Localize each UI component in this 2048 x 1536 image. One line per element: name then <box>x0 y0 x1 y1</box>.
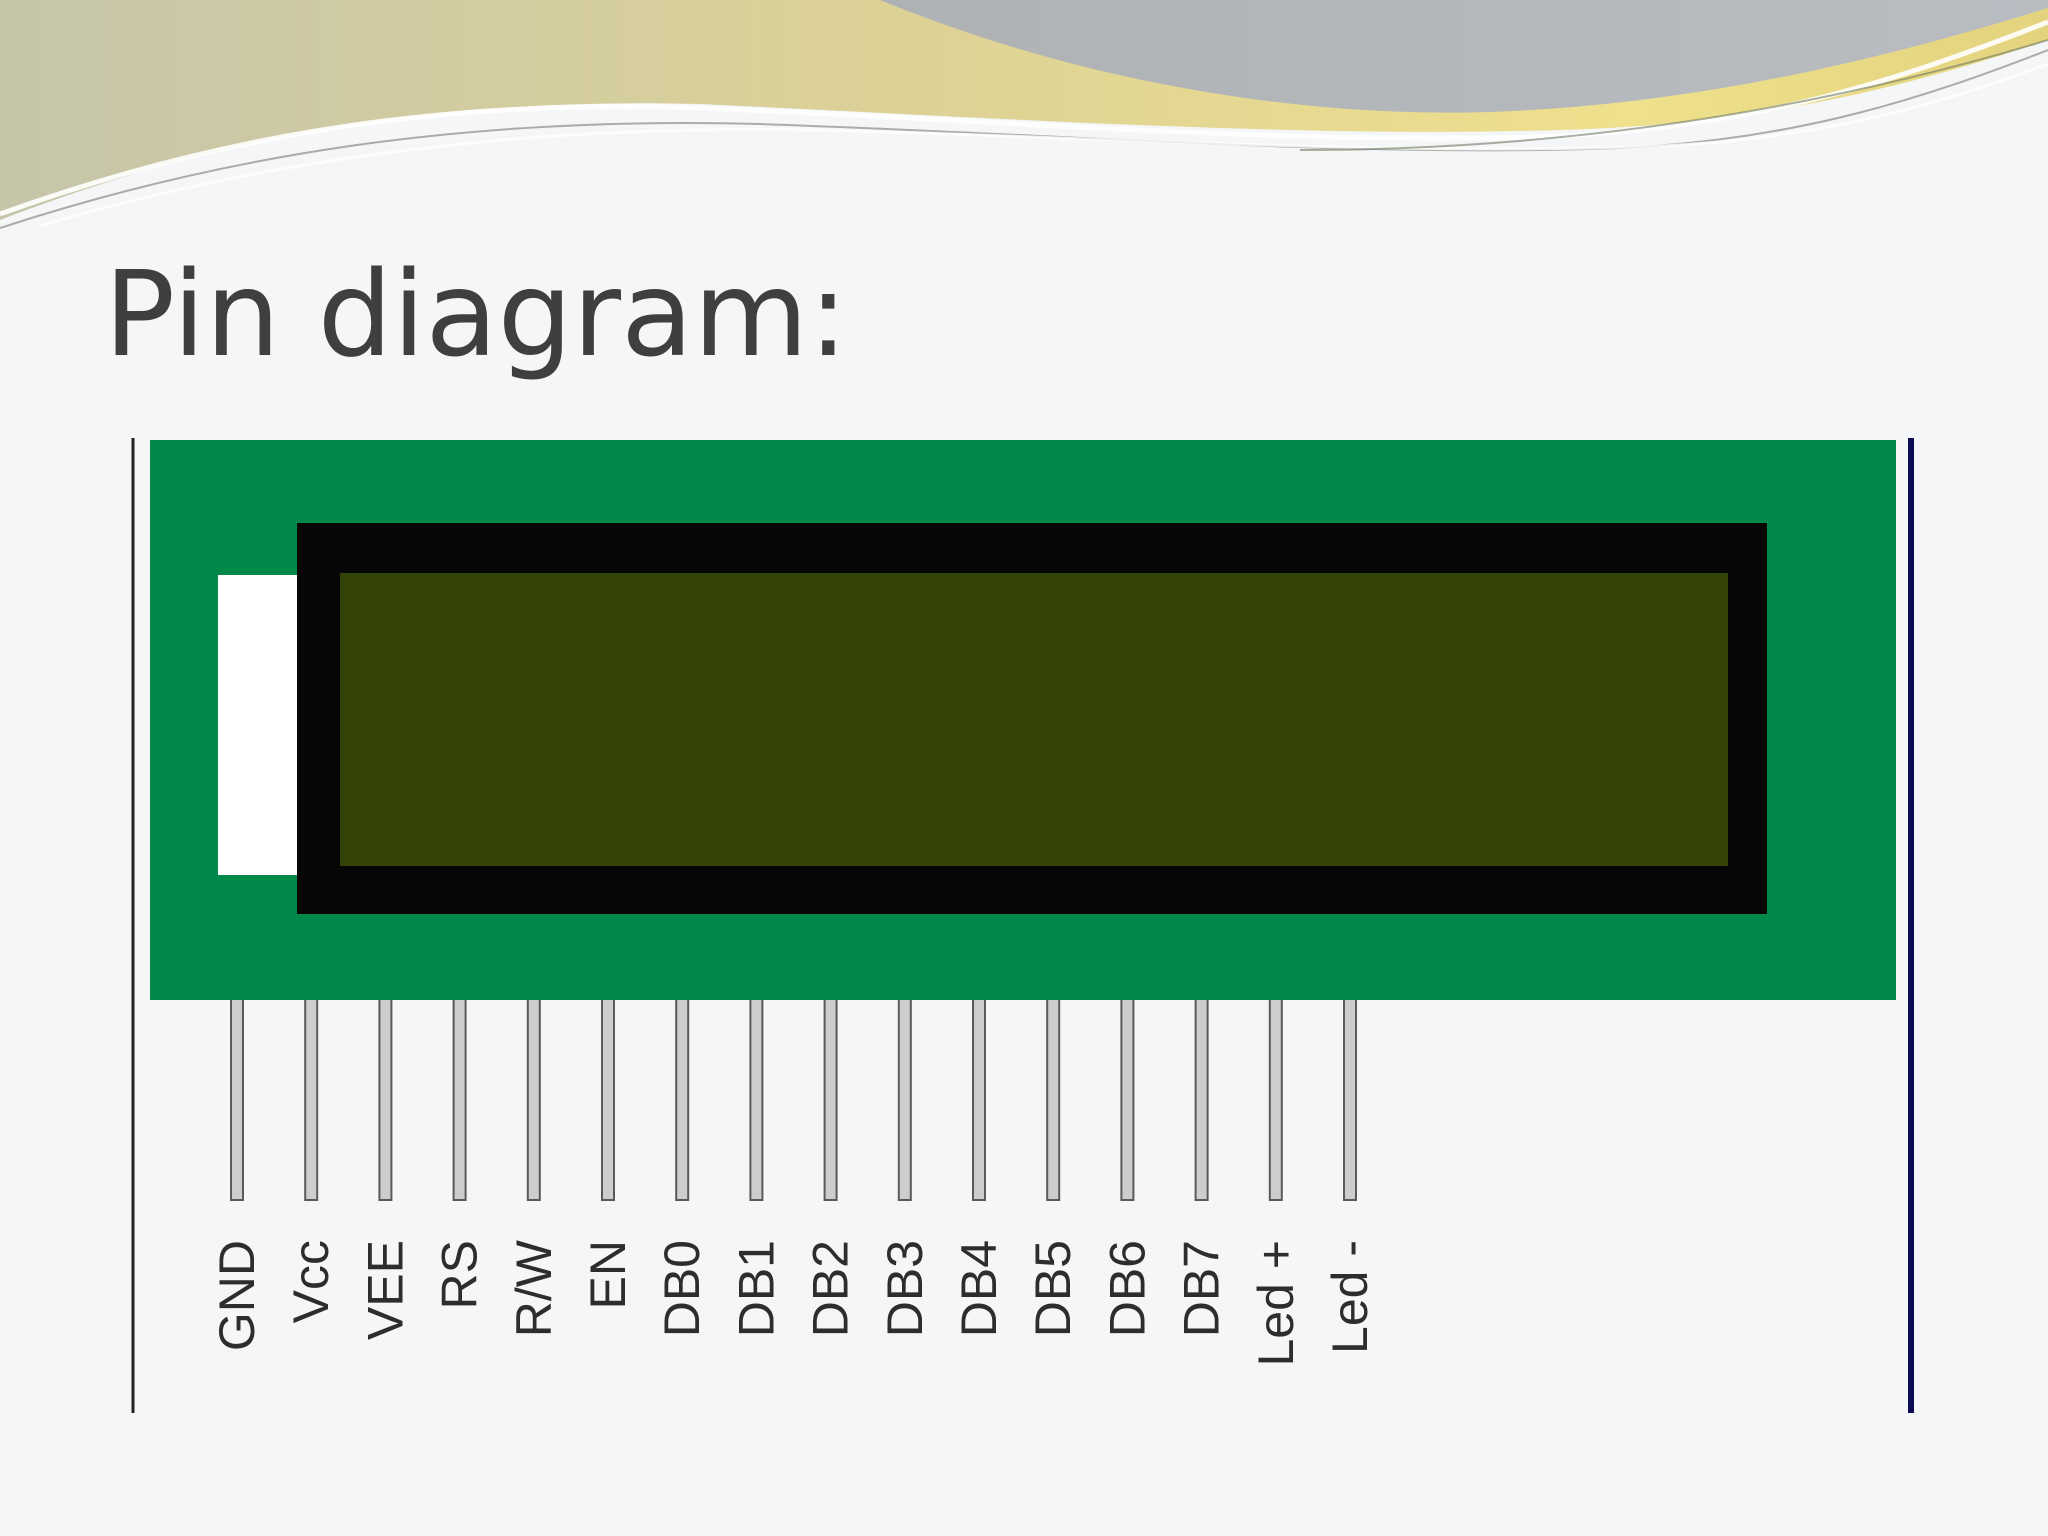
pin-label-13: DB6 <box>1099 1240 1155 1337</box>
pin-labels-group: GND Vcc VEE RS R/W EN DB0 DB1 DB2 DB3 DB4 DB5 DB6 DB7… <box>209 1239 1378 1366</box>
pin-label-14: DB7 <box>1174 1240 1230 1337</box>
pin-4 <box>452 997 467 1201</box>
pin-label-16: Led - <box>1322 1240 1378 1354</box>
pin-label-6: EN <box>580 1240 636 1309</box>
pin-2 <box>304 997 319 1201</box>
pin-12 <box>1046 997 1061 1201</box>
pin-16 <box>1343 997 1357 1201</box>
pin-label-2: Vcc <box>283 1240 339 1323</box>
pin-label-7: DB0 <box>654 1240 710 1337</box>
pin-label-9: DB2 <box>803 1240 859 1337</box>
pin-7 <box>675 997 690 1201</box>
pin-11 <box>972 997 986 1201</box>
pin-label-11: DB4 <box>951 1240 1007 1337</box>
slide-title: Pin diagram: <box>104 245 849 383</box>
pin-label-15: Led + <box>1248 1240 1304 1367</box>
pin-9 <box>823 997 838 1201</box>
pin-label-12: DB5 <box>1025 1240 1081 1337</box>
pin-15 <box>1268 997 1283 1201</box>
pin-label-3: VEE <box>357 1240 413 1340</box>
pin-label-1: GND <box>209 1240 265 1351</box>
pins-group <box>230 997 1357 1201</box>
pin-1 <box>230 997 244 1201</box>
pin-3 <box>378 997 393 1201</box>
pin-8 <box>749 997 764 1201</box>
pin-13 <box>1120 997 1135 1201</box>
pin-label-8: DB1 <box>728 1240 784 1337</box>
pin-5 <box>526 997 541 1201</box>
pin-6 <box>601 997 615 1201</box>
pin-14 <box>1194 997 1209 1201</box>
pin-label-10: DB3 <box>877 1240 933 1337</box>
lcd-screen <box>340 573 1728 866</box>
pin-label-4: RS <box>432 1240 488 1309</box>
backlight-strip <box>218 575 298 875</box>
pin-10 <box>897 997 912 1201</box>
header-wave-decoration <box>0 0 2048 229</box>
pin-label-5: R/W <box>506 1239 562 1337</box>
